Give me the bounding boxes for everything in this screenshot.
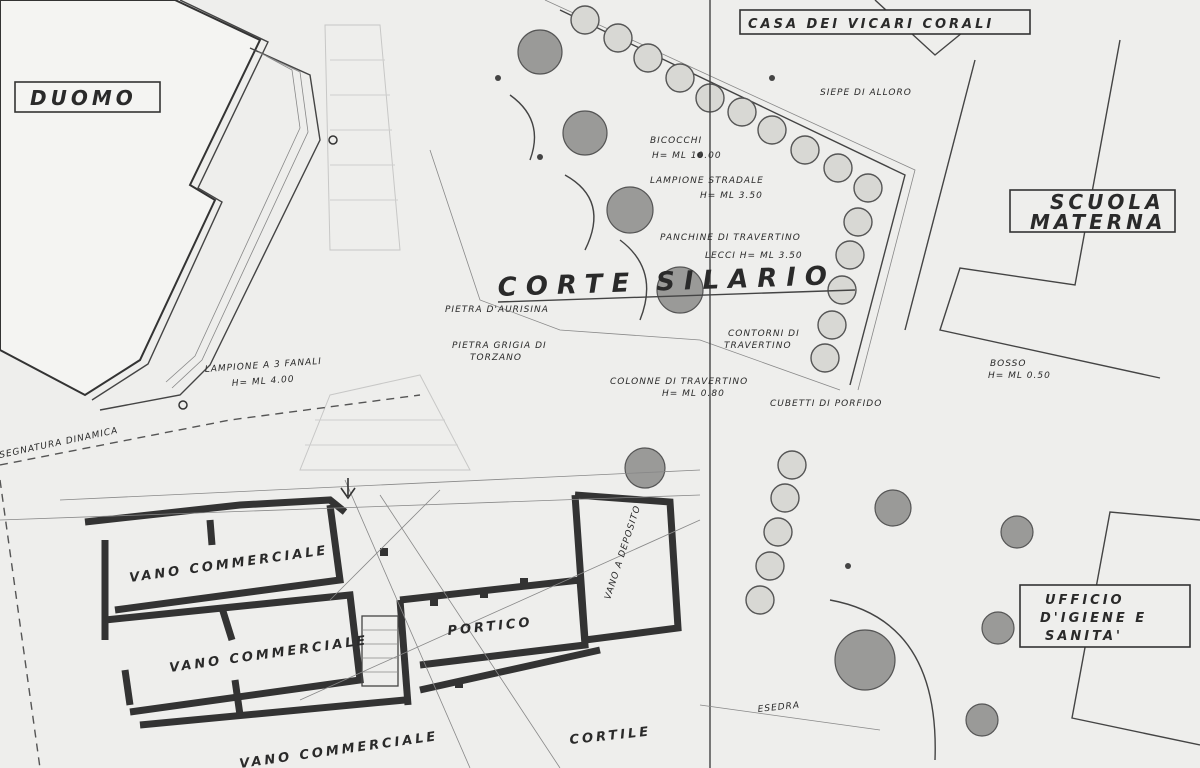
pietra-aurisina-label: PIETRA D'AURISINA [445,305,549,315]
esedra-curve [829,599,936,761]
contorni-label-2: TRAVERTINO [724,341,792,351]
segnatura-label: SEGNATURA DINAMICA [0,426,119,461]
vano-deposito-label: VANO A DEPOSITO [603,504,643,601]
vano-commerciale-2-label: VANO COMMERCIALE [168,633,369,676]
bosso-height: H= ML 0.50 [988,371,1051,381]
ufficio-label-line1: UFFICIO [1045,593,1125,608]
lampione-stradale-label: LAMPIONE STRADALE [650,176,764,186]
tree-canopy-icon [517,29,1034,737]
siepe-label: SIEPE DI ALLORO [820,88,912,98]
scuola-building [904,39,1176,379]
lampione-3f-label: LAMPIONE A 3 FANALI [205,357,323,375]
lamp-post-icon [178,75,851,569]
panchine-label: PANCHINE DI TRAVERTINO [660,233,801,243]
cubetti-label: CUBETTI DI PORFIDO [770,399,882,409]
portico-label: PORTICO [447,615,533,639]
bicocchi-height: H= ML 10.00 [652,151,722,161]
casa-vicari-label: CASA DEI VICARI CORALI [748,17,994,32]
cortile-label: CORTILE [569,725,652,748]
duomo-label-box [14,81,161,113]
paving-grid-north [324,24,401,251]
scuola-label-line1: SCUOLA [1050,190,1165,214]
segnatura-line [0,394,421,466]
vano-commerciale-1-label: VANO COMMERCIALE [128,543,329,586]
ufficio-label-line3: SANITA' [1045,629,1123,644]
ufficio-building [1019,511,1200,746]
colonne-height: H= ML 0.80 [662,389,725,399]
lampione-stradale-height: H= ML 3.50 [700,191,763,201]
bosso-label: BOSSO [990,359,1026,369]
ufficio-label-line2: D'IGIENE E [1040,611,1147,626]
pietra-grigia-label-2: TORZANO [470,353,522,363]
bicocchi-label: BICOCCHI [650,136,702,146]
colonne-label: COLONNE DI TRAVERTINO [610,377,748,387]
lampione-3f-height: H= ML 4.00 [232,375,295,389]
floor-plan [0,469,701,768]
scuola-label-line2: MATERNA [1030,210,1166,234]
hedge-row [570,5,883,373]
lecci-label: LECCI H= ML 3.50 [705,251,803,261]
paving-grid-south [299,374,471,471]
vano-commerciale-3-label: VANO COMMERCIALE [238,729,439,768]
entrance-arrow-icon [340,478,356,500]
duomo-building [0,0,321,411]
duomo-label: DUOMO [30,86,137,110]
contorni-label-1: CONTORNI DI [728,329,800,339]
esedra-label: ESEDRA [757,701,800,715]
pietra-grigia-label-1: PIETRA GRIGIA DI [452,341,547,351]
casa-vicari [709,0,1031,768]
